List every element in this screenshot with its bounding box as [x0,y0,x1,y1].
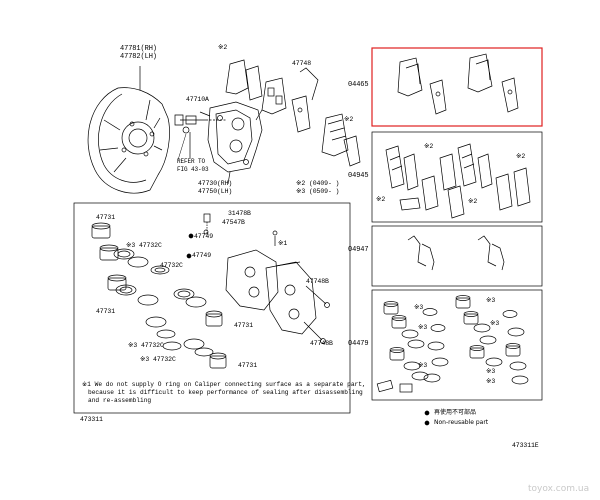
label-mark3-f: ※3 [486,368,496,375]
label-47732c-d: ※3 47732C [140,356,176,363]
label-mark2-e: ※2 [376,196,386,203]
label-mark3-a: ※3 [414,304,424,311]
label-47731-d: 47731 [238,362,258,369]
bolt-47710a-drawing [174,114,226,161]
label-47748b-a: 47748B [306,278,329,285]
label-47731-a: 47731 [96,214,116,221]
label-47710a: 47710A [186,96,209,103]
label-shield-rh: 47781(RH) [120,45,157,53]
note-line-2: because it is difficult to keep performa… [88,389,363,396]
label-mark2-b: ※2 [344,116,354,123]
piston-column-left-drawing [91,222,182,351]
watermark: toyox.com.ua [528,484,590,494]
detail-frame [73,202,351,414]
caliper-body-detail-drawing [186,213,330,344]
label-date-2: ※2 (0409- ) [296,180,340,187]
label-refer-to: REFER TO [177,158,206,165]
kit-04945-box [371,131,543,223]
caliper-assembly-drawing [199,101,263,185]
label-caliper-lh: 47750(LH) [198,188,233,195]
legend-en-marker-icon [424,420,430,426]
label-date-3: ※3 (0509- ) [296,188,340,195]
label-47748b-b: 47748B [310,340,333,347]
label-mark3-e: ※3 [418,362,428,369]
label-mark3-b: ※3 [486,297,496,304]
note-line-1: ※1 We do not supply O ring on Caliper co… [82,381,366,388]
dust-shield-drawing [87,66,170,194]
piston-column-right-drawing [173,288,227,369]
label-kit-04479: 04479 [348,340,369,348]
label-47732c-c: ※3 47732C [128,342,164,349]
label-47732c-a: ※3 47732C [126,242,162,249]
label-shield-lh: 47782(LH) [120,53,157,61]
label-47731-c: 47731 [234,322,254,329]
label-kit-04945: 04945 [348,172,369,180]
label-kit-04947: 04947 [348,246,369,254]
label-mark2-d: ※2 [516,153,526,160]
kit-04947-box [371,225,543,287]
kit-04479-box [371,289,543,401]
kit-04947-clips-drawing [407,235,505,271]
note-line-3: and re-assembling [88,397,152,404]
label-fig-left: 473311 [80,416,103,423]
label-fig-right: 473311E [512,442,539,449]
label-mark3-c: ※3 [418,324,428,331]
kit-04479-seals-drawing [376,295,529,393]
kit-04465-pads-drawing [397,53,519,115]
label-47749-a: 47749 [194,233,214,240]
label-47749-b: 47749 [192,252,212,259]
legend-jp-marker-icon [424,410,430,416]
kit-04945-shims-drawing [385,143,531,219]
legend-jp: 再使用不可部品 [434,409,477,416]
label-kit-04465: 04465 [348,81,369,89]
label-fig-ref: FIG 43-03 [177,166,209,173]
label-mark3-d: ※3 [490,320,500,327]
label-mark-1: ※1 [278,240,288,247]
label-caliper-rh: 47730(RH) [198,180,233,187]
label-mark3-g: ※3 [486,378,496,385]
label-31478b: 31478B [228,210,251,217]
label-47732c-b: 47732C [160,262,183,269]
label-47731-b: 47731 [96,308,116,315]
label-47547b: 47547B [222,219,245,226]
label-clip-47748: 47748 [292,60,312,67]
legend-en: Non-reusable part [434,419,489,426]
kit-04465-highlight-box [371,47,543,127]
label-mark2-a: ※2 [218,44,228,51]
label-mark2-f: ※2 [468,198,478,205]
brake-pads-top-drawing [225,59,361,167]
label-mark2-c: ※2 [424,143,434,150]
